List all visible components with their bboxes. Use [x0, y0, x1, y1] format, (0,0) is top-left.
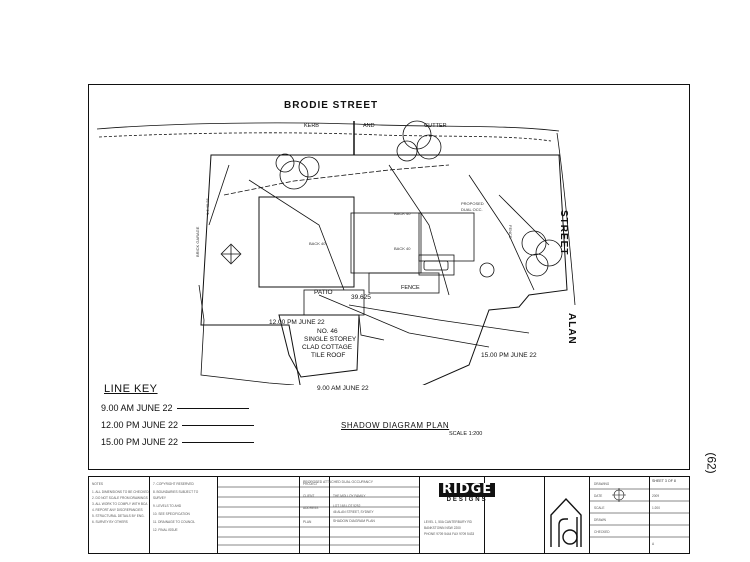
- line-key-title: LINE KEY: [104, 383, 158, 395]
- plan-scale: SCALE 1:200: [449, 431, 483, 437]
- fence-label: FENCE: [401, 285, 420, 291]
- cottage-number: NO. 46: [317, 328, 338, 335]
- svg-text:DRAWING: DRAWING: [594, 482, 610, 486]
- svg-text:LEVEL 1, 50A CANTERBURY RD: LEVEL 1, 50A CANTERBURY RD: [424, 520, 473, 524]
- and-label: AND: [363, 123, 375, 129]
- svg-text:THE MOLLOY FAMILY: THE MOLLOY FAMILY: [333, 494, 366, 498]
- logo-word: RIDGE: [439, 483, 496, 497]
- title-block-grid: NOTES 1. ALL DIMENSIONS TO BE CHECKED 2.…: [92, 482, 689, 547]
- drawing-caption: SHADOW DIAGRAM PLAN: [333, 519, 375, 523]
- svg-text:5. STRUCTURAL DETAILS BY ENG.: 5. STRUCTURAL DETAILS BY ENG.: [92, 514, 145, 518]
- svg-text:DUAL OCC.: DUAL OCC.: [461, 207, 483, 212]
- svg-text:FENCE: FENCE: [508, 225, 513, 239]
- line-key-label: 15.00 PM JUNE 22: [101, 437, 179, 447]
- svg-text:ADDRESS: ADDRESS: [303, 506, 318, 510]
- svg-text:CLIENT: CLIENT: [303, 494, 314, 498]
- svg-text:1:200: 1:200: [652, 506, 660, 510]
- line-key-row-15pm: 15.00 PM JUNE 22: [101, 437, 255, 447]
- svg-text:NOTES: NOTES: [92, 482, 103, 486]
- line-key-row-12pm: 12.00 PM JUNE 22: [101, 420, 255, 430]
- drawing-sheet: BRODIE STREET STREET ALAN KERB AND GUTTE…: [88, 84, 690, 470]
- svg-text:PROJECT: PROJECT: [303, 482, 318, 486]
- svg-text:DRAWN: DRAWN: [594, 518, 607, 522]
- svg-text:A: A: [652, 542, 655, 546]
- svg-text:BACK 40: BACK 40: [309, 241, 326, 246]
- patio-label: PATIO: [314, 289, 333, 296]
- svg-text:3. ALL WORK TO COMPLY WITH BCA: 3. ALL WORK TO COMPLY WITH BCA: [92, 502, 148, 506]
- svg-text:2009: 2009: [652, 494, 659, 498]
- line-key-swatch: [182, 441, 255, 443]
- svg-text:9. LEVELS TO AHD: 9. LEVELS TO AHD: [153, 504, 182, 508]
- svg-text:11. DRAINAGE TO COUNCIL: 11. DRAINAGE TO COUNCIL: [153, 520, 195, 524]
- svg-text:7. COPYRIGHT RESERVED: 7. COPYRIGHT RESERVED: [153, 482, 194, 486]
- svg-text:LOT 165 LOT 5252: LOT 165 LOT 5252: [333, 504, 361, 508]
- shadow-label-12: 12.00 PM JUNE 22: [269, 319, 325, 326]
- kerb-label: KERB: [304, 123, 319, 129]
- svg-text:SURVEY: SURVEY: [153, 496, 167, 500]
- line-key-label: 9.00 AM JUNE 22: [101, 403, 173, 413]
- sheet-number: SHEET 3 OF 8: [652, 479, 676, 483]
- svg-text:BRICK GARAGE: BRICK GARAGE: [195, 226, 200, 257]
- svg-text:6. SURVEY BY OTHERS: 6. SURVEY BY OTHERS: [92, 520, 128, 524]
- svg-text:1.6 40.25: 1.6 40.25: [205, 198, 210, 215]
- svg-text:8. BOUNDARIES SUBJECT TO: 8. BOUNDARIES SUBJECT TO: [153, 490, 199, 494]
- street-label-top: BRODIE STREET: [284, 100, 379, 111]
- shadow-label-9: 9.00 AM JUNE 22: [317, 385, 369, 392]
- line-key-row-9am: 9.00 AM JUNE 22: [101, 403, 249, 413]
- svg-text:4. REPORT ANY DISCREPANCIES: 4. REPORT ANY DISCREPANCIES: [92, 508, 143, 512]
- svg-text:46 ALAN STREET, SYDNEY: 46 ALAN STREET, SYDNEY: [333, 510, 374, 514]
- svg-text:SCALE: SCALE: [594, 506, 604, 510]
- svg-text:2. DO NOT SCALE FROM DRAWINGS: 2. DO NOT SCALE FROM DRAWINGS: [92, 496, 148, 500]
- svg-text:BANKSTOWN NSW 2200: BANKSTOWN NSW 2200: [424, 526, 461, 530]
- cottage-line2: CLAD COTTAGE: [302, 344, 353, 351]
- svg-text:PROPOSED: PROPOSED: [461, 201, 484, 206]
- svg-text:12. FINAL ISSUE: 12. FINAL ISSUE: [153, 528, 178, 532]
- svg-text:CHECKED: CHECKED: [594, 530, 610, 534]
- svg-text:1. ALL DIMENSIONS TO BE CHECKE: 1. ALL DIMENSIONS TO BE CHECKED: [92, 490, 149, 494]
- margin-note: (62): [704, 452, 719, 474]
- svg-text:PLAN: PLAN: [303, 520, 312, 524]
- cottage-line1: SINGLE STOREY: [304, 336, 357, 343]
- line-key-swatch: [176, 407, 249, 409]
- svg-text:PHONE 9709 5444 FAX 9709 5433: PHONE 9709 5444 FAX 9709 5433: [424, 532, 474, 536]
- svg-text:BACK 40: BACK 40: [394, 211, 411, 216]
- svg-text:DATE: DATE: [594, 494, 602, 498]
- rl-label: 39.625: [351, 294, 371, 301]
- svg-text:BACK 40: BACK 40: [394, 246, 411, 251]
- line-key-swatch: [182, 424, 255, 426]
- shadow-label-15: 15.00 PM JUNE 22: [481, 352, 537, 359]
- line-key-label: 12.00 PM JUNE 22: [101, 420, 179, 430]
- company-logo: RIDGE DESIGNS: [439, 483, 496, 503]
- site-plan-drawing: BACK 40 BACK 40 BACK 40 PROPOSED DUAL OC…: [96, 120, 576, 385]
- svg-text:10. SEE SPECIFICATION: 10. SEE SPECIFICATION: [153, 512, 190, 516]
- logo-sub: DESIGNS: [446, 497, 488, 503]
- cottage-line3: TILE ROOF: [311, 352, 346, 359]
- title-block: NOTES 1. ALL DIMENSIONS TO BE CHECKED 2.…: [88, 476, 690, 554]
- project-caption: PROPOSED ATTACHED DUAL OCCUPANCY: [303, 480, 373, 484]
- plan-title: SHADOW DIAGRAM PLAN: [341, 421, 450, 430]
